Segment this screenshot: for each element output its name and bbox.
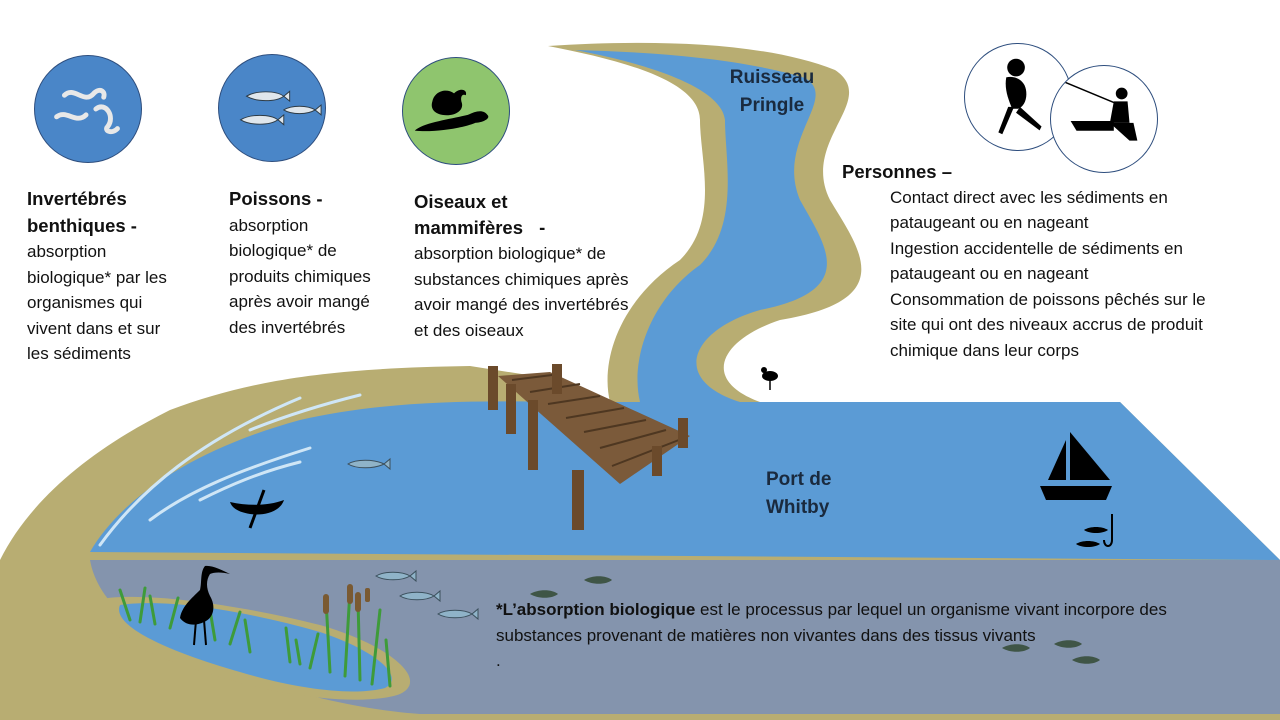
creek-water [575, 50, 827, 402]
fish-icon [437, 607, 479, 621]
fisherman-icon [1050, 65, 1158, 173]
people-title: Personnes – [842, 161, 953, 182]
harbour-water [90, 401, 1280, 560]
canoe-icon [230, 489, 284, 529]
fish-icon [399, 589, 441, 603]
worms-icon [34, 55, 142, 163]
cattails [323, 584, 370, 614]
duck-otter-icon [402, 57, 510, 165]
birds-mammals-description: Oiseaux et mammifères - absorption biolo… [414, 189, 636, 343]
footnote-term: L’absorption biologique [502, 600, 696, 619]
invertebrates-description: Invertébrés benthiques - absorption biol… [27, 186, 167, 367]
heron-icon [180, 565, 230, 646]
reeds [118, 586, 392, 688]
people-line: Ingestion accidentelle de sédiments en [890, 238, 1183, 258]
invertebrates-title: Invertébrés benthiques [27, 188, 127, 236]
fishing-hook-icon [1103, 514, 1113, 547]
birds-mammals-title: Oiseaux et mammifères [414, 191, 524, 238]
birds-mammals-dash: - [534, 216, 546, 238]
people-line: site qui ont des niveaux accrus de produ… [890, 315, 1203, 334]
invertebrates-text: absorption biologique* par les organisme… [27, 242, 167, 363]
fish-icon [375, 569, 417, 583]
fish-description: Poissons - absorption biologique* de pro… [229, 186, 379, 340]
footnote-trail: . [496, 651, 501, 670]
shore-waves [98, 393, 362, 547]
fish-icon [1076, 527, 1108, 547]
fish-title: Poissons [229, 188, 312, 209]
marsh-pool [119, 603, 392, 692]
fish-icon [347, 457, 391, 471]
footnote-text: est le processus par lequel un organisme… [496, 600, 1167, 645]
creek-label: Ruisseau Pringle [729, 67, 815, 116]
people-line: pataugeant ou en nageant [890, 264, 1089, 283]
fish-icon [530, 576, 1100, 664]
people-line: chimique dans leur corps [890, 340, 1079, 360]
invertebrates-dash: - [125, 214, 137, 236]
people-line: Consommation de poissons pêchés sur le [890, 289, 1206, 309]
sandpiper-icon [761, 367, 778, 390]
footnote: *L’absorption biologique est le processu… [496, 597, 1256, 674]
sailboat-icon [1040, 432, 1112, 500]
people-description: Personnes – Contact direct avec les sédi… [842, 159, 1262, 363]
dock-icon [488, 364, 690, 530]
birds-mammals-text: absorption biologique* de substances chi… [414, 244, 629, 340]
fish-text: absorption biologique* de produits chimi… [229, 215, 371, 337]
harbour-label: Port de Whitby [766, 469, 832, 518]
fish-dash: - [311, 188, 323, 209]
footnote-star: * [496, 600, 503, 619]
people-line: Contact direct avec les sédiments en [890, 187, 1168, 207]
people-line: pataugeant ou en nageant [890, 213, 1089, 232]
fish-icon [218, 54, 326, 162]
